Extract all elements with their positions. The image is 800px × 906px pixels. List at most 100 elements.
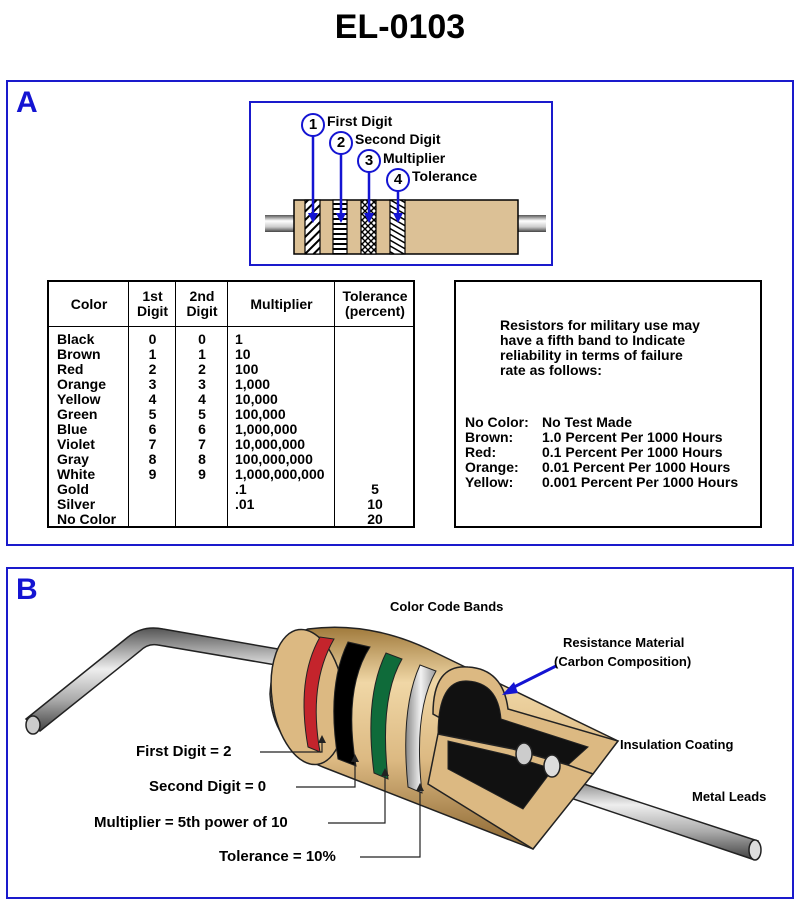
reliability-row: Orange:0.01 Percent Per 1000 Hours (465, 460, 730, 475)
table-cell-color: Black (57, 331, 95, 347)
callout-tolerance: Tolerance = 10% (219, 848, 336, 865)
reliability-rate: No Test Made (542, 414, 632, 430)
reliability-color: Red: (465, 444, 497, 460)
table-cell-color: No Color (57, 511, 117, 527)
table-cell-color: Silver (57, 496, 96, 512)
band-green (370, 652, 403, 780)
intro-line: have a fifth band to Indicate (500, 332, 686, 348)
col-second-divider (176, 282, 228, 526)
table-cell-color: Violet (57, 436, 95, 452)
callout-first-digit: First Digit = 2 (136, 743, 232, 760)
band-3-number: 3 (364, 152, 374, 169)
reliability-rate: 0.1 Percent Per 1000 Hours (542, 444, 723, 460)
table-cell-color: Blue (57, 421, 88, 437)
table-cell-tolerance: 10 (367, 496, 383, 512)
table-cell-tolerance: 20 (367, 511, 383, 527)
table-cell-color: Yellow (57, 391, 101, 407)
header-color: Color (70, 295, 108, 312)
reliability-rate: 0.001 Percent Per 1000 Hours (542, 474, 739, 490)
table-cell-second: 7 (198, 436, 206, 452)
callout-second-digit: Second Digit = 0 (149, 778, 267, 795)
table-cell-second: 8 (198, 451, 206, 467)
reliability-rate: 1.0 Percent Per 1000 Hours (542, 429, 723, 445)
table-cell-second: 9 (198, 466, 206, 482)
leader-second-digit (296, 760, 356, 788)
reliability-color: Yellow: (465, 474, 514, 490)
label-insulation-coating: Insulation Coating (620, 737, 734, 752)
lead-cap-2 (543, 754, 561, 778)
panel-a: A (6, 80, 794, 546)
intro-line: rate as follows: (500, 362, 602, 378)
table-cell-first: 5 (148, 406, 157, 422)
panel-b-letter: B (16, 573, 38, 606)
carbon-composition (437, 680, 589, 766)
panel-b: B (6, 567, 794, 899)
table-cell-first: 2 (148, 361, 157, 377)
table-cell-second: 2 (198, 361, 206, 377)
table-cell-multiplier: 100 (235, 361, 259, 377)
table-cell-first: 6 (148, 421, 157, 437)
table-cell-second: 1 (198, 346, 206, 362)
table-cell-multiplier: 1,000 (235, 376, 271, 392)
table-cell-multiplier: 100,000 (235, 406, 286, 422)
header-first-digit: 1st Digit (129, 282, 176, 326)
table-cell-multiplier: .1 (235, 481, 247, 497)
band-silver (405, 664, 437, 794)
table-cell-color: Gold (57, 481, 89, 497)
label-resistance-material: Resistance Material (563, 635, 685, 650)
panel-a-letter: A (16, 86, 38, 119)
table-cell-first: 1 (148, 346, 157, 362)
table-cell-first: 0 (148, 331, 157, 347)
header-second-digit-line1: 2nd (189, 288, 215, 304)
table-cell-multiplier: 10,000 (235, 391, 278, 407)
table-cell-multiplier: 1 (235, 331, 243, 347)
label-metal-leads: Metal Leads (692, 789, 767, 804)
header-second-digit: 2nd Digit (176, 282, 228, 326)
cutaway-resistor-illustration (24, 626, 762, 861)
col-multiplier-divider (228, 282, 335, 526)
label-carbon-composition: (Carbon Composition) (554, 654, 692, 669)
table-cell-first: 4 (148, 391, 157, 407)
table-cell-color: White (57, 466, 96, 482)
band-2-number: 2 (336, 134, 346, 151)
reliability-color: Brown: (465, 429, 514, 445)
reliability-row: Yellow: 0.001 Percent Per 1000 Hours (465, 475, 738, 490)
header-divider (49, 326, 413, 327)
table-cell-color: Red (57, 361, 84, 377)
band-1-label: First Digit (327, 113, 393, 129)
reliability-row: No Color: No Test Made (465, 415, 632, 430)
header-multiplier: Multiplier (250, 295, 313, 312)
reliability-color: No Color: (465, 414, 529, 430)
table-cell-multiplier: 1,000,000,000 (235, 466, 325, 482)
reliability-rate: 0.01 Percent Per 1000 Hours (542, 459, 731, 475)
resistor-body (293, 199, 519, 255)
band-4-label: Tolerance (412, 168, 478, 184)
page-title: EL-0103 (334, 8, 466, 46)
reliability-intro: Resistors for military use may have a fi… (500, 318, 700, 378)
table-cell-multiplier: 1,000,000 (235, 421, 298, 437)
table-cell-first: 7 (148, 436, 157, 452)
band-position-diagram: 1 2 3 4 First Digit Second Digit Multipl… (249, 101, 553, 266)
table-cell-second: 6 (198, 421, 206, 437)
table-cell-color: Brown (57, 346, 101, 362)
table-cell-color: Orange (57, 376, 107, 392)
band-1-number: 1 (308, 116, 318, 133)
right-lead-end (748, 839, 762, 861)
table-cell-second: 5 (198, 406, 206, 422)
insulation-inner (447, 740, 554, 810)
leader-tolerance (360, 789, 421, 858)
resistance-material-arrow (509, 664, 557, 691)
col-first-divider (129, 282, 176, 526)
header-tolerance: Tolerance (percent) (335, 282, 415, 326)
leader-first-digit (260, 741, 323, 753)
band-black (333, 641, 371, 767)
table-cell-first: 8 (148, 451, 157, 467)
table-cell-multiplier: .01 (235, 496, 255, 512)
band-3-label: Multiplier (383, 150, 446, 166)
label-color-code-bands: Color Code Bands (390, 599, 504, 614)
band-4-number: 4 (393, 171, 403, 188)
color-code-table: Color 1st Digit 2nd Digit Multiplier Tol… (47, 280, 415, 528)
header-tolerance-line2: (percent) (345, 303, 405, 319)
table-cell-multiplier: 10,000,000 (235, 436, 306, 452)
table-cell-second: 3 (198, 376, 206, 392)
